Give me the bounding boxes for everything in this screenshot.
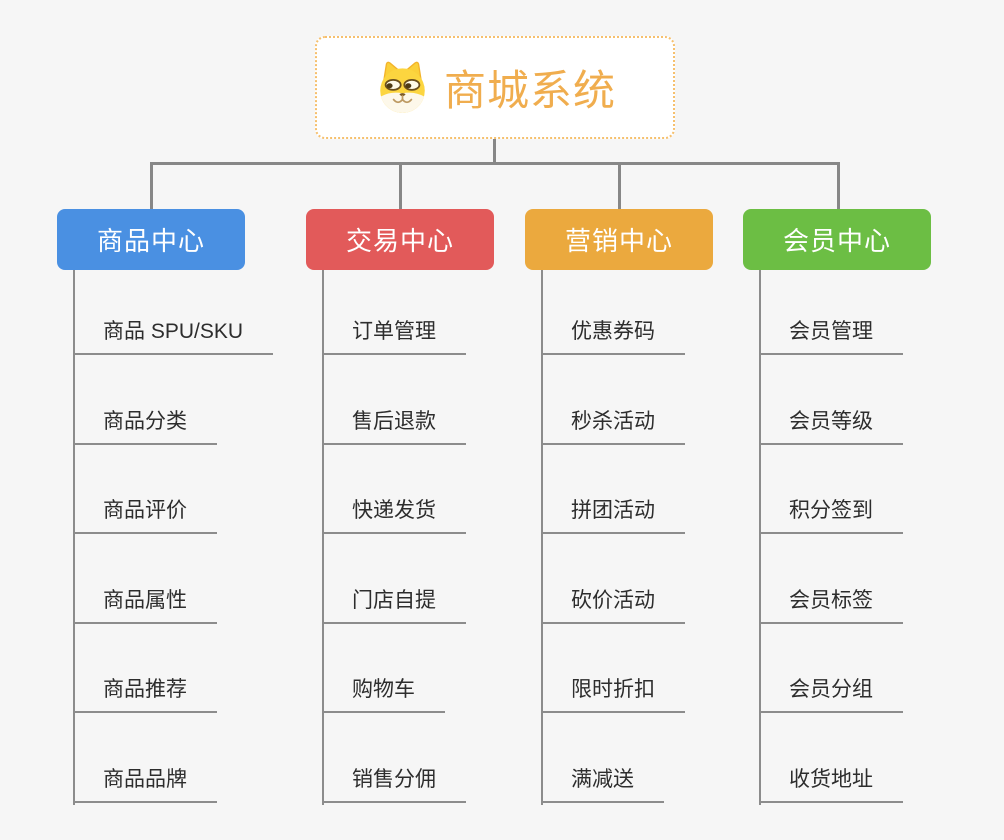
dog-face-icon bbox=[374, 61, 431, 115]
leaf-node[interactable]: 购物车 bbox=[322, 675, 445, 713]
leaf-node[interactable]: 会员标签 bbox=[759, 586, 903, 624]
leaf-node[interactable]: 商品评价 bbox=[73, 496, 217, 534]
leaf-node[interactable]: 商品 SPU/SKU bbox=[73, 317, 274, 355]
connector-column-line bbox=[73, 270, 75, 805]
branch-node-marketing-center[interactable]: 营销中心 bbox=[525, 209, 713, 270]
leaf-node[interactable]: 门店自提 bbox=[322, 586, 466, 624]
leaf-node[interactable]: 砍价活动 bbox=[541, 586, 685, 624]
leaf-node[interactable]: 商品分类 bbox=[73, 407, 217, 445]
connector-branch-stub bbox=[618, 162, 621, 210]
leaf-node[interactable]: 积分签到 bbox=[759, 496, 903, 534]
leaf-node[interactable]: 售后退款 bbox=[322, 407, 466, 445]
connector-branch-stub bbox=[399, 162, 402, 210]
leaf-node[interactable]: 满减送 bbox=[541, 765, 664, 803]
branch-node-member-center[interactable]: 会员中心 bbox=[743, 209, 931, 270]
connector-branch-stub bbox=[837, 162, 840, 210]
connector-column-line bbox=[759, 270, 761, 805]
root-node[interactable]: 商城系统 bbox=[315, 36, 675, 139]
leaf-node[interactable]: 会员等级 bbox=[759, 407, 903, 445]
connector-root-stub bbox=[493, 137, 496, 164]
leaf-node[interactable]: 会员分组 bbox=[759, 675, 903, 713]
leaf-node[interactable]: 优惠券码 bbox=[541, 317, 685, 355]
leaf-node[interactable]: 销售分佣 bbox=[322, 765, 466, 803]
root-title: 商城系统 bbox=[443, 67, 616, 114]
leaf-node[interactable]: 快递发货 bbox=[322, 496, 466, 534]
branch-node-product-center[interactable]: 商品中心 bbox=[57, 209, 245, 270]
leaf-node[interactable]: 秒杀活动 bbox=[541, 407, 685, 445]
leaf-node[interactable]: 商品属性 bbox=[73, 586, 217, 624]
leaf-node[interactable]: 收货地址 bbox=[759, 765, 903, 803]
connector-column-line bbox=[541, 270, 543, 805]
leaf-node[interactable]: 限时折扣 bbox=[541, 675, 685, 713]
connector-branch-stub bbox=[150, 162, 153, 210]
leaf-node[interactable]: 会员管理 bbox=[759, 317, 903, 355]
branch-node-trade-center[interactable]: 交易中心 bbox=[306, 209, 494, 270]
connector-horizontal bbox=[150, 162, 839, 165]
leaf-node[interactable]: 拼团活动 bbox=[541, 496, 685, 534]
leaf-node[interactable]: 商品品牌 bbox=[73, 765, 217, 803]
connector-column-line bbox=[322, 270, 324, 805]
leaf-node[interactable]: 订单管理 bbox=[322, 317, 466, 355]
leaf-node[interactable]: 商品推荐 bbox=[73, 675, 217, 713]
